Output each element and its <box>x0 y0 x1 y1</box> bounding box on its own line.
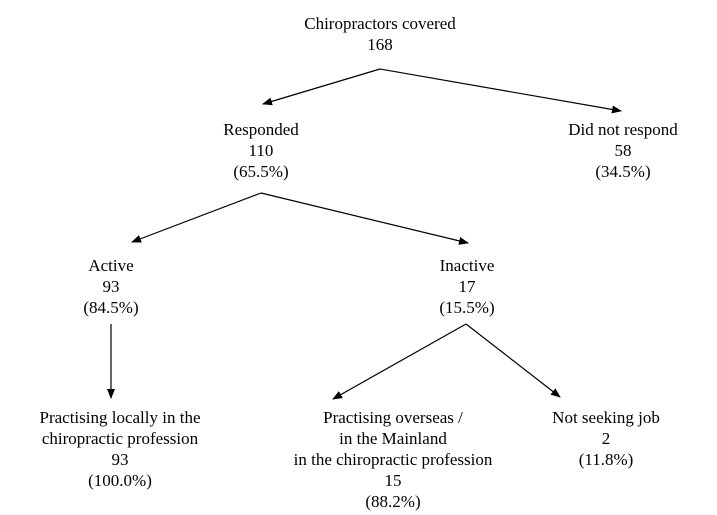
node-label-line: Practising overseas / <box>323 408 463 427</box>
arrow-inactive-to-overseas <box>332 323 467 400</box>
arrow-root-to-not-respond <box>379 68 622 114</box>
node-percentage: (11.8%) <box>578 450 634 469</box>
node-percentage: (34.5%) <box>595 162 651 181</box>
node-label: Not seeking job <box>552 408 660 427</box>
node-count: 93 <box>102 277 120 296</box>
node-percentage: (15.5%) <box>439 298 495 317</box>
node-not-seeking-job: Not seeking job 2 (11.8%) <box>552 407 660 470</box>
node-count: 2 <box>601 429 611 448</box>
node-count: 110 <box>248 141 274 160</box>
arrow-root-to-responded <box>262 68 381 106</box>
node-percentage: (65.5%) <box>233 162 289 181</box>
node-practising-overseas: Practising overseas / in the Mainland in… <box>294 407 493 512</box>
node-label: Chiropractors covered <box>304 14 456 33</box>
node-did-not-respond: Did not respond 58 (34.5%) <box>568 119 678 182</box>
node-count: 58 <box>614 141 632 160</box>
node-active: Active 93 (84.5%) <box>83 255 138 318</box>
arrow-responded-to-inactive <box>260 192 469 245</box>
node-label-line: in the chiropractic profession <box>293 450 493 469</box>
node-label-line: in the Mainland <box>339 429 447 448</box>
node-label-line: chiropractic profession <box>41 429 199 448</box>
node-count: 17 <box>458 277 476 296</box>
node-percentage: (84.5%) <box>83 298 139 317</box>
node-percentage: (88.2%) <box>365 492 421 511</box>
node-responded: Responded 110 (65.5%) <box>223 119 299 182</box>
node-label: Inactive <box>439 256 495 275</box>
node-count: 168 <box>367 35 393 54</box>
node-count: 15 <box>384 471 402 490</box>
node-label-line: Practising locally in the <box>39 408 201 427</box>
node-count: 93 <box>111 450 129 469</box>
arrow-responded-to-active <box>131 192 262 243</box>
node-inactive: Inactive 17 (15.5%) <box>439 255 494 318</box>
node-chiropractors-covered: Chiropractors covered 168 <box>304 13 456 55</box>
node-label: Responded <box>223 120 299 139</box>
node-label: Did not respond <box>568 120 678 139</box>
node-percentage: (100.0%) <box>88 471 152 490</box>
node-label: Active <box>88 256 134 275</box>
node-practising-locally: Practising locally in the chiropractic p… <box>40 407 201 491</box>
arrow-inactive-to-not-seeking <box>465 323 561 398</box>
